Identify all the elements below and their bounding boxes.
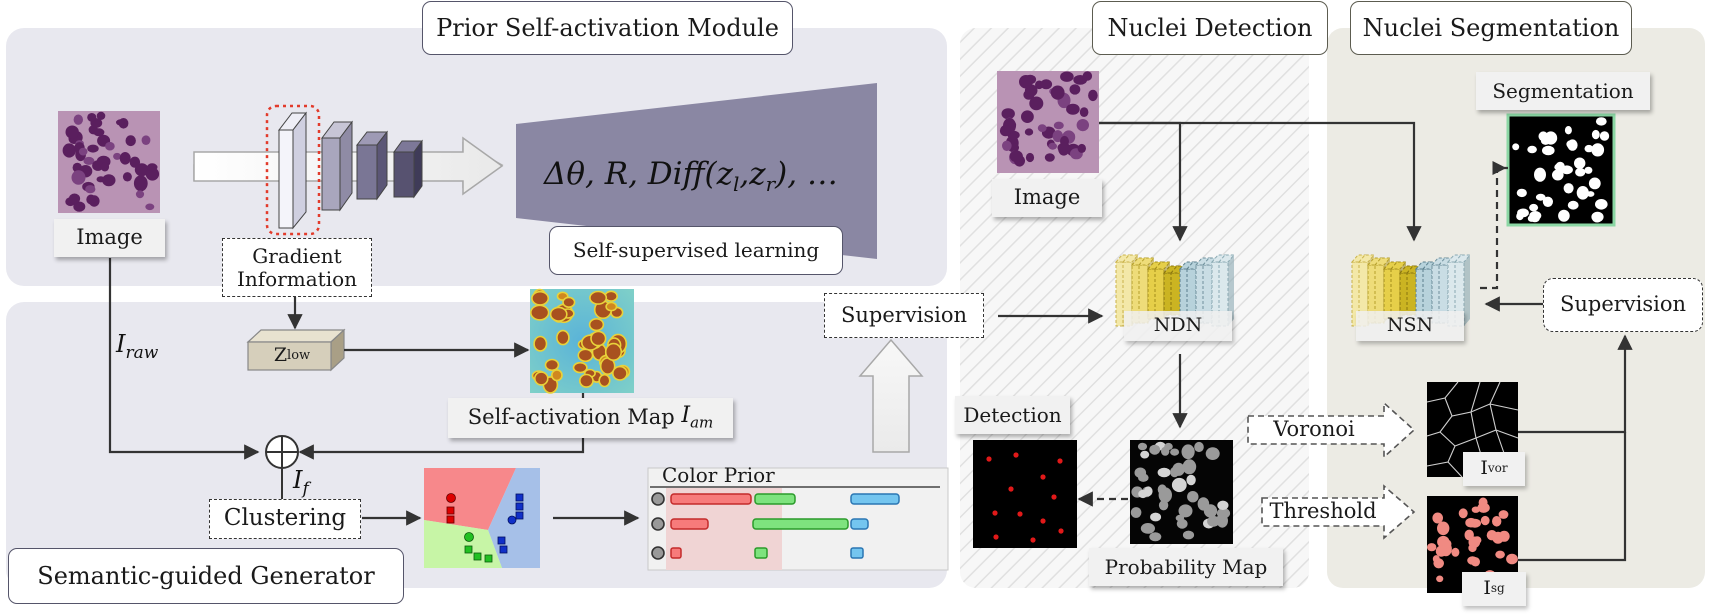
probability-map-image <box>1130 440 1233 544</box>
semantic-guided-generator-title: Semantic-guided Generator <box>8 548 404 604</box>
nuclei-segmentation-title: Nuclei Segmentation <box>1350 1 1632 55</box>
histology-image-left <box>58 111 160 213</box>
ndn-label: NDN <box>1124 311 1232 341</box>
self-supervised-learning-label: Self-supervised learning <box>549 226 843 275</box>
nsn-label: NSN <box>1356 311 1464 341</box>
clustering-label: Clustering <box>209 499 361 539</box>
nsn-network <box>1350 254 1472 327</box>
nuclei-detection-title: Nuclei Detection <box>1092 1 1328 55</box>
voronoi-label: Voronoi <box>1273 417 1355 442</box>
nsn-to-segmentation-arrow <box>1480 166 1508 290</box>
supervision-label-right: Supervision <box>1543 278 1703 332</box>
pretext-funnel <box>516 83 877 259</box>
segmentation-label: Segmentation <box>1476 72 1650 110</box>
self-activation-map-label: Self-activation Map Iam <box>448 398 733 438</box>
pseudo-label-to-supervision-line <box>1518 432 1627 562</box>
i-f-symbol: If <box>293 466 309 499</box>
prior-bars <box>670 493 900 559</box>
blue-cluster-points <box>497 493 524 554</box>
gradient-highlight-box <box>265 104 321 236</box>
z-low-block <box>246 328 346 372</box>
cluster-scatter-plot <box>424 468 540 568</box>
detection-image <box>973 440 1077 548</box>
color-prior-title: Color Prior <box>662 462 775 487</box>
red-cluster-points <box>446 493 456 524</box>
image-label-left: Image <box>54 219 165 257</box>
voronoi-arrow <box>1247 401 1416 459</box>
fusion-sum-icon <box>265 435 299 469</box>
i-raw-arrow <box>108 258 260 460</box>
encoder-block-4 <box>393 139 423 199</box>
image-label-detection: Image <box>992 179 1102 217</box>
encoder-block-3 <box>355 130 389 201</box>
i-raw-symbol: Iraw <box>116 330 159 363</box>
segmentation-output-image <box>1506 113 1616 227</box>
supervision-label-left: Supervision <box>824 293 984 338</box>
i-am-symbol: Iam <box>681 403 714 432</box>
image-to-nsn-arrow <box>1099 121 1422 242</box>
gradient-information-label: Gradient Information <box>222 238 372 297</box>
upward-supervision-arrow <box>858 338 924 453</box>
color-prior-panel <box>647 467 949 571</box>
threshold-label: Threshold <box>1269 499 1377 524</box>
encoder-block-1 <box>277 111 308 230</box>
probability-map-label: Probability Map <box>1089 548 1283 586</box>
ndn-network <box>1114 254 1236 327</box>
self-activation-map-image <box>529 288 634 394</box>
encoder-network <box>277 111 423 230</box>
pretext-task-formula: Δθ, R, Diff(zl,zr), … <box>544 156 838 197</box>
prior-self-activation-title: Prior Self-activation Module <box>422 1 793 55</box>
threshold-arrow <box>1261 484 1416 540</box>
encoder-block-2 <box>321 120 353 212</box>
detection-label: Detection <box>955 396 1070 434</box>
histology-image-detection <box>997 71 1099 173</box>
green-cluster-points <box>464 532 493 563</box>
